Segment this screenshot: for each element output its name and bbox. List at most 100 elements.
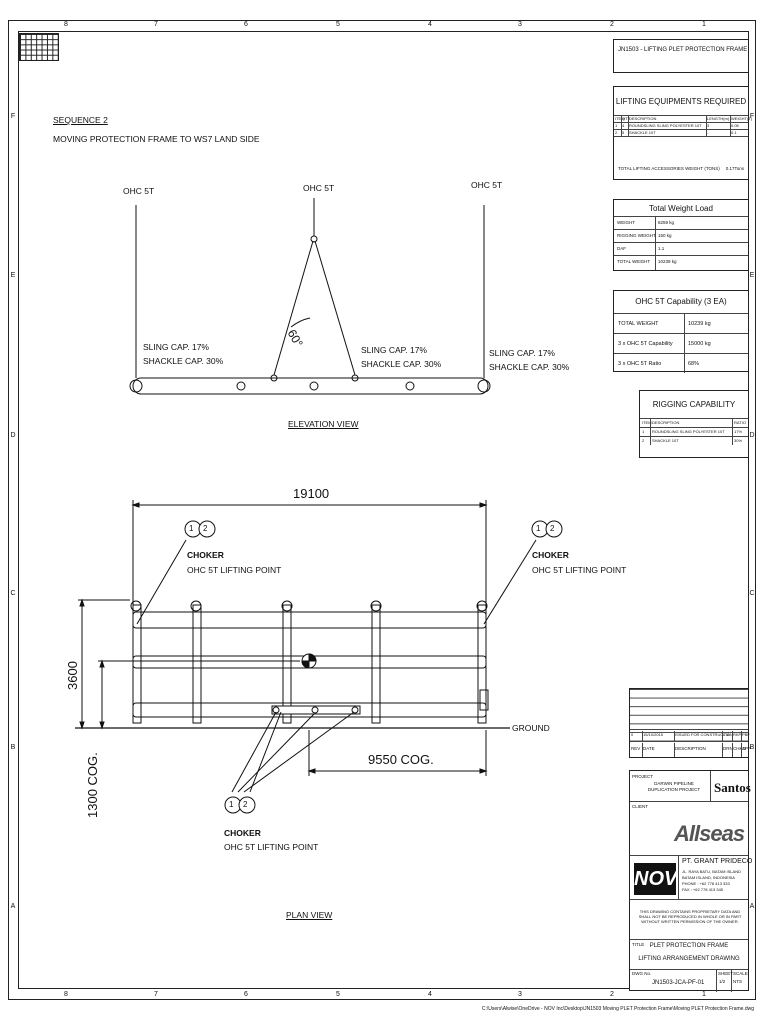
table-row-line xyxy=(614,129,748,130)
revision-cell: 0 xyxy=(631,732,634,737)
callout-left-line2: OHC 5T LIFTING POINT xyxy=(187,565,282,575)
table-row-line xyxy=(640,418,748,419)
zone-label-bottom: 7 xyxy=(154,991,158,998)
left-sling xyxy=(273,240,314,376)
zone-label-bottom: 3 xyxy=(518,991,522,998)
zone-label-left: E xyxy=(10,272,16,279)
zone-label-bottom: 8 xyxy=(64,991,68,998)
pipe-end-left xyxy=(129,379,143,393)
zone-label-top: 6 xyxy=(244,21,248,28)
table-col-line xyxy=(655,216,656,270)
pipe-lug xyxy=(351,374,359,382)
table-row-line xyxy=(614,353,748,354)
table-cell: 30% xyxy=(734,438,743,443)
callout-bottom-line2: OHC 5T LIFTING POINT xyxy=(224,842,319,852)
callout-right-line1: CHOKER xyxy=(532,550,569,560)
company-address-line: JL. RAYA BATU, BATAM ISLAND xyxy=(682,869,741,874)
callout-num: 2 xyxy=(243,800,248,809)
sling-label-left-2: SHACKLE CAP. 30% xyxy=(143,356,224,366)
table-cell: 3 xyxy=(707,123,710,128)
callout-num: 1 xyxy=(229,800,234,809)
angle-arc xyxy=(290,317,311,328)
client-logo: Santos xyxy=(714,780,751,795)
callout-num: 2 xyxy=(550,524,555,533)
table-row-line xyxy=(614,242,748,243)
table-col-line xyxy=(706,115,707,136)
sheet-value: 1/2 xyxy=(719,979,726,984)
title-line-2: LIFTING ARRANGEMENT DRAWING xyxy=(638,956,740,962)
zone-label-right: F xyxy=(749,113,755,120)
revision-header: DESCRIPTION xyxy=(675,746,706,751)
callout-right-line2: OHC 5T LIFTING POINT xyxy=(532,565,627,575)
zone-label-bottom: 2 xyxy=(610,991,614,998)
callout-bottom-line1: CHOKER xyxy=(224,828,261,838)
table-row-line xyxy=(614,136,748,137)
table-cell: ITEM xyxy=(615,116,625,121)
company-address-line: PHONE : +62 778 413 333 xyxy=(682,881,730,886)
table-cell: 1 xyxy=(642,429,645,434)
center-hook-shackle xyxy=(310,235,318,243)
drawing-border-outer xyxy=(8,20,756,1000)
ohc-row-value: 10239 kg xyxy=(688,321,711,327)
zone-label-left: D xyxy=(10,432,16,439)
client-label: CLIENT xyxy=(632,804,649,809)
table-cell: DESCRIPTION xyxy=(629,116,657,121)
table-row-line xyxy=(614,255,748,256)
pipe-node xyxy=(405,381,415,391)
table-row-line xyxy=(614,333,748,334)
table-col-line xyxy=(732,731,733,741)
revision-header: DATE xyxy=(643,746,655,751)
callout-num: 1 xyxy=(536,524,541,533)
scale-value: NTS xyxy=(733,979,742,984)
table-cell: ITEM xyxy=(642,420,652,425)
zone-label-bottom: 6 xyxy=(244,991,248,998)
revision-header: REV xyxy=(631,746,641,751)
elevation-view xyxy=(129,198,491,395)
table-cell: 0.1 xyxy=(731,130,737,135)
table-cell: 1 xyxy=(615,123,618,128)
zone-label-top: 1 xyxy=(702,21,706,28)
table-row-line xyxy=(640,436,748,437)
table-col-line xyxy=(642,743,643,757)
dwg-label: DWG No. xyxy=(632,971,652,976)
zone-label-top: 5 xyxy=(336,21,340,28)
file-path-footer: C:\Users\Alwise\OneDrive - NOV Inc\Deskt… xyxy=(481,1006,754,1012)
hook-label-left: OHC 5T xyxy=(123,186,155,196)
table-cell: 5 xyxy=(622,130,625,135)
callout-bubbles xyxy=(184,520,563,814)
dim-length: 19100 xyxy=(293,486,330,501)
weight-row-label: RIGGING WEIGHT xyxy=(617,233,656,238)
dim-cog-x: 9550 COG. xyxy=(368,752,434,767)
revision-header: DRN xyxy=(723,746,733,751)
project-name: DARWIN PIPELINE DUPLICATION PROJECT xyxy=(647,781,701,792)
table-cell: 0.05 xyxy=(731,123,739,128)
table-cell: 2 xyxy=(642,438,645,443)
zone-label-left: C xyxy=(10,590,16,597)
pipe-end-right xyxy=(477,379,491,393)
revision-header: CHKD xyxy=(733,746,746,751)
ohc-row-label: TOTAL WEIGHT xyxy=(618,321,659,327)
zone-label-top: 4 xyxy=(428,21,432,28)
callout-left-line1: CHOKER xyxy=(187,550,224,560)
company-logo: NOV xyxy=(634,863,677,895)
company-name: PT. GRANT PRIDECO xyxy=(682,858,753,865)
zone-label-right: E xyxy=(749,272,755,279)
zone-label-right: A xyxy=(749,903,755,910)
table-col-line xyxy=(722,743,723,757)
revision-cell: ISSUED FOR CONSTRUCTION xyxy=(675,732,733,737)
sling-label-center-2: SHACKLE CAP. 30% xyxy=(361,359,442,369)
title-block: PROJECT DARWIN PIPELINE DUPLICATION PROJ… xyxy=(629,770,753,992)
weight-row-label: TOTAL WEIGHT xyxy=(617,259,651,264)
zone-label-right: D xyxy=(749,432,755,439)
right-sling xyxy=(314,240,356,376)
drawing-title: JN1503 - LIFTING PLET PROTECTION FRAME xyxy=(618,47,748,53)
zone-label-top: 7 xyxy=(154,21,158,28)
table-row-line xyxy=(614,122,748,123)
ohc-row-value: 15000 kg xyxy=(688,341,711,347)
pipe-node xyxy=(236,381,246,391)
disclaimer: THIS DRAWING CONTAINS PROPRIETARY DATA A… xyxy=(638,909,742,924)
sling-label-right-1: SLING CAP. 17% xyxy=(489,348,555,358)
total-weight-title: Total Weight Load xyxy=(649,204,713,213)
